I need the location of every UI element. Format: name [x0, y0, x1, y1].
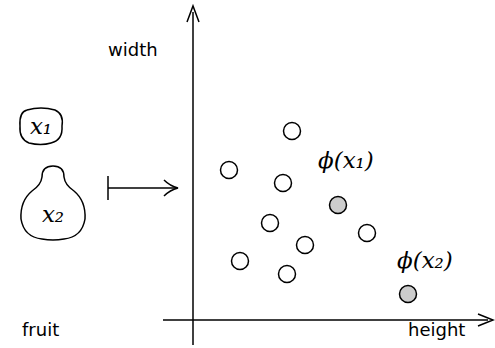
y-axis	[192, 12, 194, 345]
data-point	[297, 237, 314, 254]
data-point	[279, 266, 296, 283]
mapsto-arrow	[108, 187, 176, 189]
fruit-shape: x₂	[18, 163, 88, 241]
data-point	[284, 123, 301, 140]
category-label: fruit	[22, 320, 59, 340]
fruit-variable: x₂	[42, 201, 64, 227]
data-point	[359, 225, 376, 242]
data-point	[275, 175, 292, 192]
fruit-shape: x₁	[17, 106, 65, 146]
point-label: ϕ(x₁)	[318, 148, 374, 173]
fruit-variable: x₁	[30, 113, 52, 139]
highlighted-point	[400, 286, 417, 303]
data-point	[221, 162, 238, 179]
axis-label: height	[408, 320, 465, 340]
data-point	[232, 253, 249, 270]
axis-arrowhead	[187, 6, 199, 22]
axis-label: width	[108, 40, 158, 60]
highlighted-point	[330, 197, 347, 214]
axis-arrowhead	[478, 314, 493, 326]
data-point	[262, 215, 279, 232]
point-label: ϕ(x₂)	[397, 248, 453, 273]
mapsto-arrowhead	[164, 180, 178, 196]
